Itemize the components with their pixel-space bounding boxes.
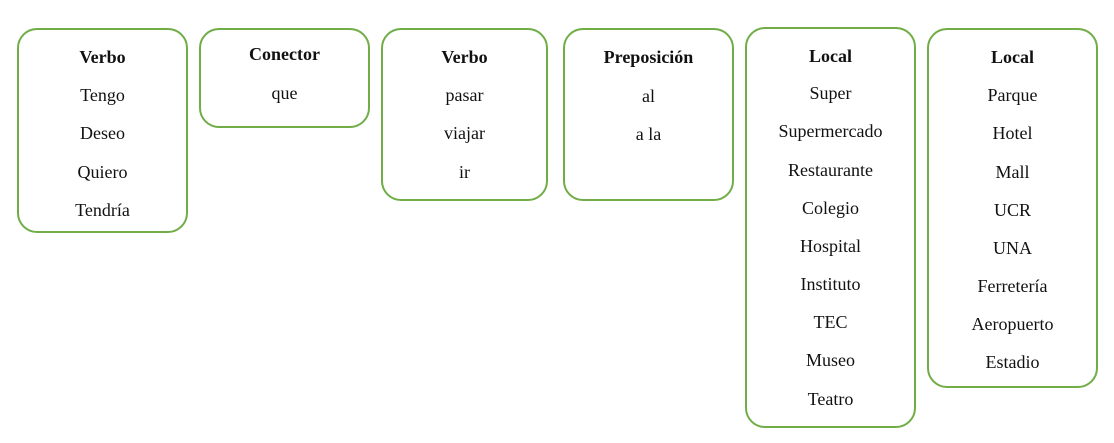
box-item: Parque [987,85,1038,105]
box-local-1: Local Super Supermercado Restaurante Col… [745,27,916,428]
box-item: pasar [445,85,484,105]
box-item: Aeropuerto [971,314,1054,334]
box-item: Estadio [985,352,1040,372]
box-item: Deseo [80,123,125,143]
box-local-2: Local Parque Hotel Mall UCR UNA Ferreter… [927,28,1098,388]
box-item: al [642,86,655,106]
box-item: TEC [813,312,848,332]
box-item: Hospital [800,236,861,256]
box-item: Tengo [80,85,125,105]
box-item: a la [635,124,662,144]
box-item: que [271,83,298,103]
box-item: Colegio [802,198,859,218]
box-title: Preposición [603,47,694,67]
box-verbo-1: Verbo Tengo Deseo Quiero Tendría [17,28,188,233]
box-item: Teatro [807,389,854,409]
box-item: Tendría [75,200,130,220]
box-title: Verbo [79,47,126,67]
box-conector: Conector que [199,28,370,128]
box-item: Super [809,83,852,103]
box-item: UCR [993,200,1031,220]
box-item: Quiero [77,162,128,182]
box-item: UNA [993,238,1032,258]
box-item: Restaurante [788,160,873,180]
box-title: Local [809,46,852,66]
box-verbo-2: Verbo pasar viajar ir [381,28,548,201]
box-preposicion: Preposición al a la [563,28,734,201]
box-item: Instituto [800,274,861,294]
box-item: Hotel [992,123,1033,143]
box-title: Verbo [441,47,488,67]
box-title: Conector [249,44,320,64]
box-item: viajar [444,123,485,143]
box-item: Mall [995,162,1030,182]
box-item: ir [459,162,470,182]
box-item: Supermercado [778,121,883,141]
box-title: Local [991,47,1034,67]
box-item: Museo [806,350,855,370]
box-item: Ferretería [977,276,1048,296]
